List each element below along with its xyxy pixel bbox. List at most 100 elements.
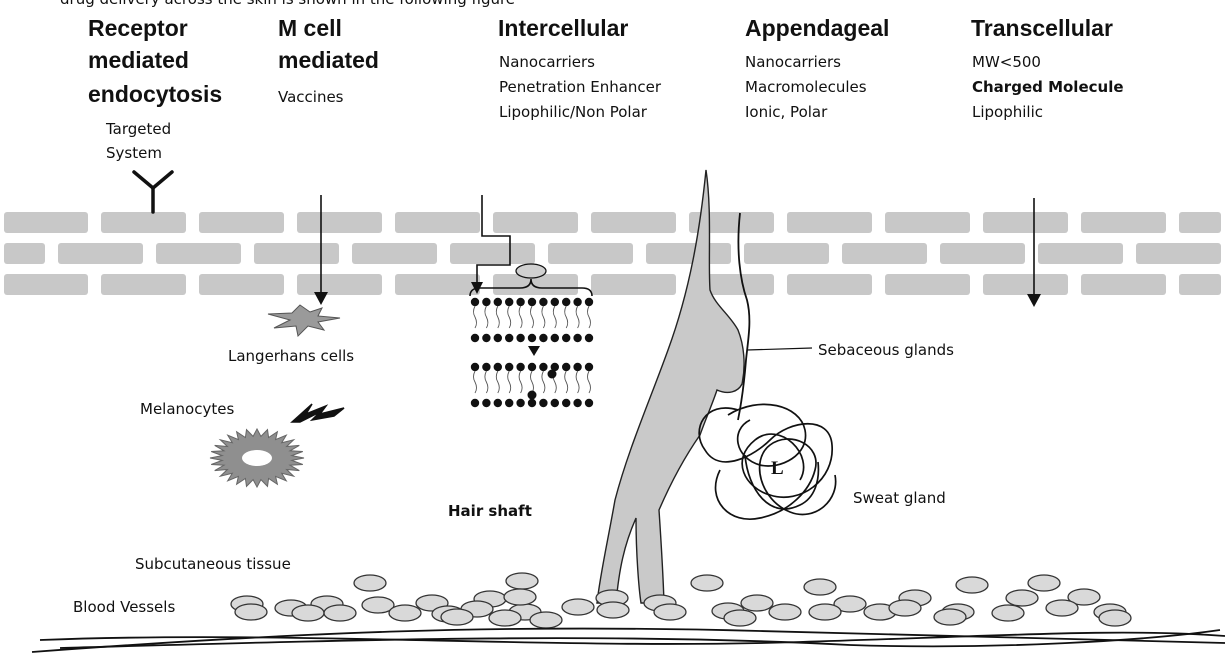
corneocyte-brick (4, 274, 88, 295)
lipid-tail (588, 306, 591, 328)
nanocarrier-in-bilayer (528, 391, 537, 400)
lipid-head (505, 298, 513, 306)
corneocyte-brick (450, 243, 535, 264)
route-item: Lipophilic/Non Polar (499, 103, 648, 121)
corneocyte-brick (983, 274, 1068, 295)
lipid-tail (576, 306, 579, 328)
blood-cells (231, 573, 1131, 628)
route-item: System (106, 144, 162, 162)
blood-cell (769, 604, 801, 620)
lipid-head (539, 363, 547, 371)
lipid-head (585, 399, 593, 407)
sweat-gland-icon (699, 404, 835, 519)
route-item: Lipophilic (972, 103, 1043, 121)
blood-cell (441, 609, 473, 625)
corneocyte-brick (199, 212, 284, 233)
lipid-arrow-icon (528, 346, 540, 356)
lipid-head (482, 363, 490, 371)
route-intercellular: Intercellular Nanocarriers Penetration E… (498, 15, 662, 121)
lipid-head (562, 334, 570, 342)
corneocyte-brick (591, 212, 676, 233)
lipid-head (573, 334, 581, 342)
lipid-tail (496, 306, 499, 328)
corneocyte-brick (885, 274, 970, 295)
blood-cell (489, 610, 521, 626)
lipid-head (471, 334, 479, 342)
blood-cell (809, 604, 841, 620)
lipid-tail (496, 371, 499, 393)
corneocyte-brick (787, 212, 872, 233)
lipid-tail (485, 306, 488, 328)
corneocyte-brick (101, 212, 186, 233)
blood-cell (530, 612, 562, 628)
route-title-line: Appendageal (745, 15, 889, 41)
langerhans-label: Langerhans cells (228, 347, 354, 365)
corneocyte-brick (983, 212, 1068, 233)
blood-cell (804, 579, 836, 595)
corneocyte-brick (1136, 243, 1221, 264)
blood-cell (506, 573, 538, 589)
blood-cell (597, 602, 629, 618)
route-item: Ionic, Polar (745, 103, 828, 121)
subcutaneous-label: Subcutaneous tissue (135, 555, 291, 573)
corneocyte-brick (591, 274, 676, 295)
stratum-corneum-bricks (4, 212, 1221, 295)
melanocytes-label: Melanocytes (140, 400, 234, 418)
route-title-line: mediated (278, 47, 379, 73)
route-m-cell-mediated: M cell mediated Vaccines (278, 15, 379, 106)
corneocyte-brick (1179, 212, 1221, 233)
lipid-head (528, 334, 536, 342)
lipid-head (494, 298, 502, 306)
route-item: Vaccines (278, 88, 344, 106)
corneocyte-brick (1081, 212, 1166, 233)
lipid-head (516, 363, 524, 371)
receptor-y-icon (134, 172, 172, 212)
corneocyte-brick (646, 243, 731, 264)
lipid-tail (519, 371, 522, 393)
blood-cell (1099, 610, 1131, 626)
lipid-tail (542, 306, 545, 328)
lipid-head (494, 399, 502, 407)
corneocyte-brick (1081, 274, 1166, 295)
top-caption-fragment: drug delivery across the skin is shown i… (60, 0, 515, 8)
blood-cell (1046, 600, 1078, 616)
lipid-head (585, 334, 593, 342)
corneocyte-brick (1038, 243, 1123, 264)
lipid-tail (508, 371, 511, 393)
lipid-head (573, 399, 581, 407)
lipid-head (551, 399, 559, 407)
blood-cell (956, 577, 988, 593)
lipid-head (539, 334, 547, 342)
lipid-head (471, 399, 479, 407)
blood-cell (934, 609, 966, 625)
lipid-tail (531, 306, 534, 328)
corneocyte-brick (101, 274, 186, 295)
blood-vessels-label: Blood Vessels (73, 598, 175, 616)
langerhans-cell-icon (268, 305, 340, 336)
blood-cell (389, 605, 421, 621)
lipid-head (573, 298, 581, 306)
lipid-tail (565, 306, 568, 328)
lipid-tail (531, 371, 534, 393)
blood-cell (691, 575, 723, 591)
lipid-head (551, 334, 559, 342)
sweat-gland-label: Sweat gland (853, 489, 946, 507)
blood-cell (354, 575, 386, 591)
lipid-head (528, 298, 536, 306)
lipid-head (539, 399, 547, 407)
route-item: Charged Molecule (972, 78, 1124, 96)
corneocyte-brick (297, 274, 382, 295)
nanocarrier-in-bilayer (548, 370, 557, 379)
corneocyte-brick (297, 212, 382, 233)
lipid-tail (565, 371, 568, 393)
route-receptor-mediated: Receptor mediated endocytosis Targeted S… (88, 15, 222, 162)
lipid-tail (508, 306, 511, 328)
lipid-tail (553, 306, 556, 328)
corneocyte-brick (885, 212, 970, 233)
lipid-head (528, 399, 536, 407)
sebaceous-label: Sebaceous glands (818, 341, 954, 359)
route-title-line: mediated (88, 47, 189, 73)
lipid-head (516, 298, 524, 306)
blood-cell (654, 604, 686, 620)
